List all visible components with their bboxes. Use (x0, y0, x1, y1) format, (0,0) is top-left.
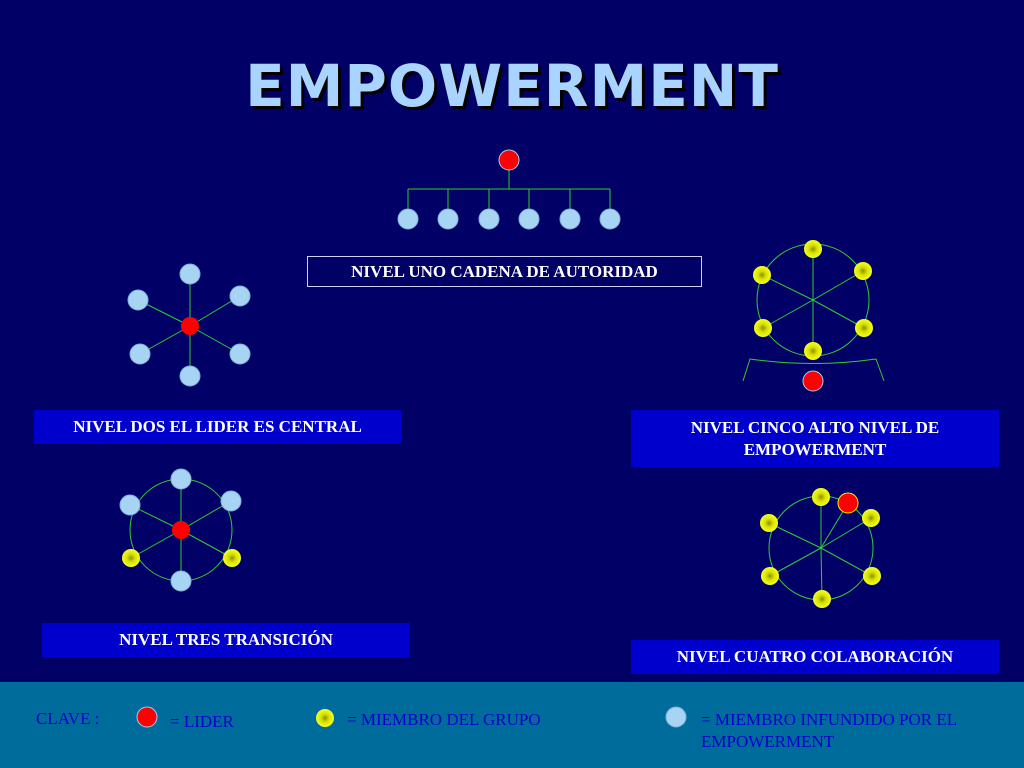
empowered-node (437, 208, 459, 230)
member-node (804, 342, 822, 360)
empowered-node (559, 208, 581, 230)
empowered-node (170, 570, 192, 592)
empowered-node (129, 343, 151, 365)
empowered-node (119, 494, 141, 516)
legend-empowered-label: = MIEMBRO INFUNDIDO POR EL EMPOWERMENT (701, 710, 957, 751)
level-four-diagram (768, 495, 874, 601)
member-node (854, 262, 872, 280)
legend-leader-label: = LIDER (170, 712, 234, 731)
member-node (812, 488, 830, 506)
page-title: EMPOWERMENT (245, 52, 779, 120)
empowered-node (170, 468, 192, 490)
empowered-node (229, 343, 251, 365)
leader-node (802, 370, 824, 392)
member-node (804, 240, 822, 258)
leader-legend-icon (136, 706, 158, 728)
member-node (754, 319, 772, 337)
legend-bar: CLAVE : = LIDER = MIEMBRO DEL GRUPO = MI… (0, 682, 1024, 768)
level-two-label: NIVEL DOS EL LIDER ES CENTRAL (34, 410, 401, 444)
empowered-node (478, 208, 500, 230)
level-five-label: NIVEL CINCO ALTO NIVEL DE EMPOWERMENT (631, 410, 999, 467)
empowered-node (220, 490, 242, 512)
member-node (855, 319, 873, 337)
empowered-node (599, 208, 621, 230)
legend-key-label: CLAVE : (36, 709, 100, 728)
member-legend-icon (316, 709, 334, 727)
member-node (862, 509, 880, 527)
leader-node (181, 317, 199, 335)
member-node (223, 549, 241, 567)
member-node (753, 266, 771, 284)
empowerment-diagram (119, 149, 885, 608)
empowered-node (518, 208, 540, 230)
level-one-label: NIVEL UNO CADENA DE AUTORIDAD (307, 256, 702, 287)
legend-member-label: = MIEMBRO DEL GRUPO (347, 710, 541, 729)
member-node (813, 590, 831, 608)
member-node (760, 514, 778, 532)
empowered-node (179, 263, 201, 285)
leader-node (172, 521, 190, 539)
empowered-node (397, 208, 419, 230)
leader-node (498, 149, 520, 171)
empowered-node (179, 365, 201, 387)
level-four-label: NIVEL CUATRO COLABORACIÓN (631, 640, 999, 674)
member-node (761, 567, 779, 585)
member-node (863, 567, 881, 585)
leader-node (837, 492, 859, 514)
level-three-label: NIVEL TRES TRANSICIÓN (42, 623, 410, 657)
empowered-node (229, 285, 251, 307)
empowered-legend-icon (665, 706, 687, 728)
empowered-node (127, 289, 149, 311)
member-node (122, 549, 140, 567)
